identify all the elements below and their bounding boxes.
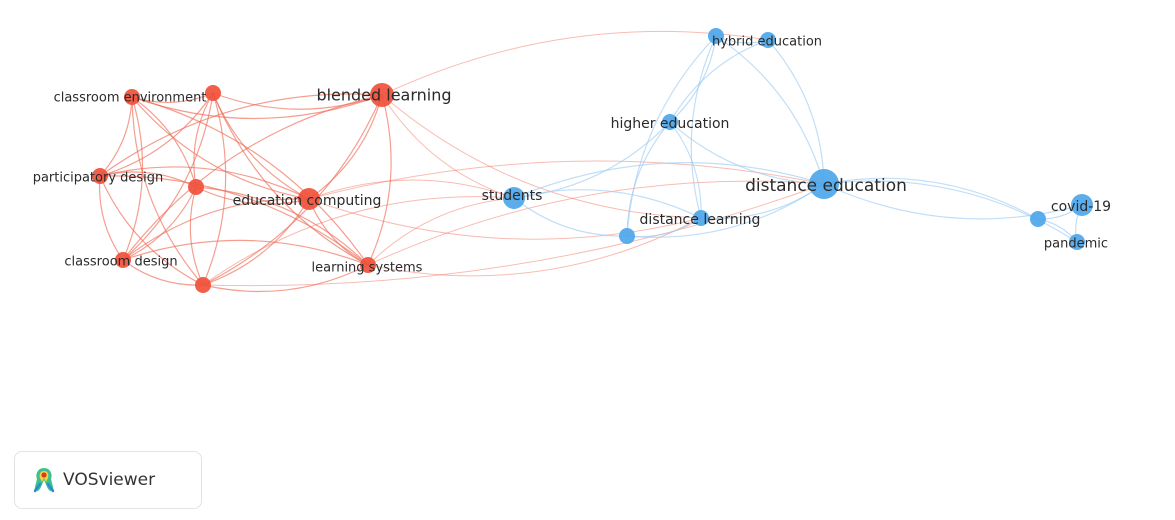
edge-classroom-design-learning-systems [122, 239, 369, 266]
vosviewer-logo-icon [33, 468, 55, 493]
edge-higher-education-distance-learning [669, 121, 702, 219]
edge-node-red-unlabeled-1-learning-systems [212, 92, 369, 266]
edge-participatory-design-node-red-unlabeled-3 [99, 175, 204, 286]
edge-blended-learning-classroom-design [122, 94, 383, 261]
node-distance-education[interactable] [809, 169, 839, 199]
node-label-students[interactable]: students [482, 188, 543, 204]
node-label-participatory-design[interactable]: participatory design [33, 171, 164, 186]
edge-blended-learning-students [381, 94, 515, 199]
label-layer: classroom environment blended learning par… [33, 35, 1111, 276]
edge-blended-learning-education-computing [308, 94, 383, 200]
edge-node-red-unlabeled-3-distance-education [202, 183, 825, 287]
edge-education-computing-distance-education [308, 160, 825, 200]
edge-students-distance-learning [513, 189, 702, 219]
edge-node-red-unlabeled-1-participatory-design [99, 92, 214, 177]
node-learning-systems[interactable] [360, 257, 376, 273]
edge-students-distance-education [513, 162, 825, 199]
edge-node-red-unlabeled-2-classroom-design [122, 186, 197, 261]
edge-node-red-unlabeled-2-learning-systems [195, 186, 369, 266]
edge-node-red-unlabeled-3-students [202, 196, 515, 286]
edge-node-red-unlabeled-1-node-red-unlabeled-2 [193, 92, 214, 188]
edge-classroom-environment-participatory-design [99, 96, 133, 177]
edge-blended-learning-distance-learning [381, 94, 702, 219]
node-covid-19[interactable] [1071, 194, 1093, 216]
node-students[interactable] [503, 187, 525, 209]
node-distance-learning[interactable] [693, 210, 709, 226]
node-label-pandemic[interactable]: pandemic [1044, 237, 1108, 252]
edge-distance-education-node-blue-unlabeled-3 [823, 177, 1039, 220]
vosviewer-logo: VOSviewer [14, 451, 202, 509]
node-label-education-computing[interactable]: education computing [233, 193, 382, 209]
node-node-blue-unlabeled-2[interactable] [708, 28, 724, 44]
node-label-learning-systems[interactable]: learning systems [312, 261, 423, 276]
edge-education-computing-students [308, 179, 515, 200]
edge-learning-systems-students [367, 197, 515, 266]
edge-learning-systems-distance-education [367, 180, 825, 266]
edge-blended-learning-participatory-design [99, 93, 383, 177]
edge-node-blue-unlabeled-1-node-blue-unlabeled-2 [626, 35, 717, 237]
node-node-red-unlabeled-1[interactable] [205, 85, 221, 101]
edge-classroom-environment-classroom-design [122, 96, 144, 261]
edge-classroom-environment-education-computing [131, 96, 310, 200]
edge-node-blue-unlabeled-2-distance-learning [690, 35, 717, 219]
vosviewer-logo-text: VOSviewer [63, 470, 156, 490]
node-node-blue-unlabeled-1[interactable] [619, 228, 635, 244]
node-label-higher-education[interactable]: higher education [611, 116, 730, 132]
node-classroom-design[interactable] [115, 252, 131, 268]
edge-students-higher-education [513, 121, 671, 199]
node-label-blended-learning[interactable]: blended learning [316, 86, 451, 105]
edge-classroom-environment-node-red-unlabeled-2 [131, 96, 197, 188]
edge-students-node-blue-unlabeled-1 [513, 197, 628, 237]
node-node-red-unlabeled-2[interactable] [188, 179, 204, 195]
edge-blended-learning-learning-systems [367, 94, 392, 266]
edge-node-red-unlabeled-3-learning-systems [202, 264, 369, 293]
edge-classroom-environment-node-red-unlabeled-3 [131, 96, 204, 286]
node-label-hybrid-education[interactable]: hybrid education [712, 35, 822, 50]
edge-participatory-design-education-computing [99, 166, 310, 200]
edge-education-computing-distance-learning [308, 198, 702, 240]
edge-classroom-environment-learning-systems [131, 96, 369, 266]
node-node-red-unlabeled-3[interactable] [195, 277, 211, 293]
node-education-computing[interactable] [298, 188, 320, 210]
node-label-distance-learning[interactable]: distance learning [640, 212, 761, 228]
node-blended-learning[interactable] [370, 83, 394, 107]
edge-higher-education-distance-education [669, 121, 825, 185]
node-label-classroom-design[interactable]: classroom design [64, 255, 177, 270]
edge-higher-education-hybrid-education [669, 39, 769, 123]
edge-node-red-unlabeled-1-blended-learning [212, 92, 383, 110]
node-classroom-environment[interactable] [124, 89, 140, 105]
node-participatory-design[interactable] [92, 168, 108, 184]
edge-participatory-design-classroom-design [98, 175, 124, 261]
edge-education-computing-classroom-design [122, 198, 310, 261]
edge-layer [98, 30, 1083, 293]
node-layer [92, 28, 1093, 293]
edge-hybrid-education-distance-education [767, 39, 825, 185]
edge-node-red-unlabeled-1-node-red-unlabeled-3 [202, 92, 227, 286]
node-higher-education[interactable] [662, 114, 678, 130]
node-label-classroom-environment[interactable]: classroom environment [54, 91, 207, 106]
edge-node-red-unlabeled-1-classroom-design [122, 92, 214, 261]
edge-education-computing-node-red-unlabeled-3 [202, 198, 310, 286]
edge-node-blue-unlabeled-2-distance-education [715, 35, 825, 185]
node-label-covid-19[interactable]: covid-19 [1051, 199, 1111, 215]
node-node-blue-unlabeled-3[interactable] [1030, 211, 1046, 227]
node-hybrid-education[interactable] [760, 32, 776, 48]
edge-higher-education-node-blue-unlabeled-2 [669, 35, 717, 123]
edge-classroom-design-node-red-unlabeled-3 [122, 259, 204, 286]
edge-distance-education-covid-19 [823, 183, 1083, 220]
node-label-distance-education[interactable]: distance education [745, 176, 907, 196]
edge-distance-education-pandemic [823, 180, 1078, 243]
node-pandemic[interactable] [1069, 234, 1085, 250]
edge-node-red-unlabeled-2-node-red-unlabeled-3 [189, 186, 204, 286]
